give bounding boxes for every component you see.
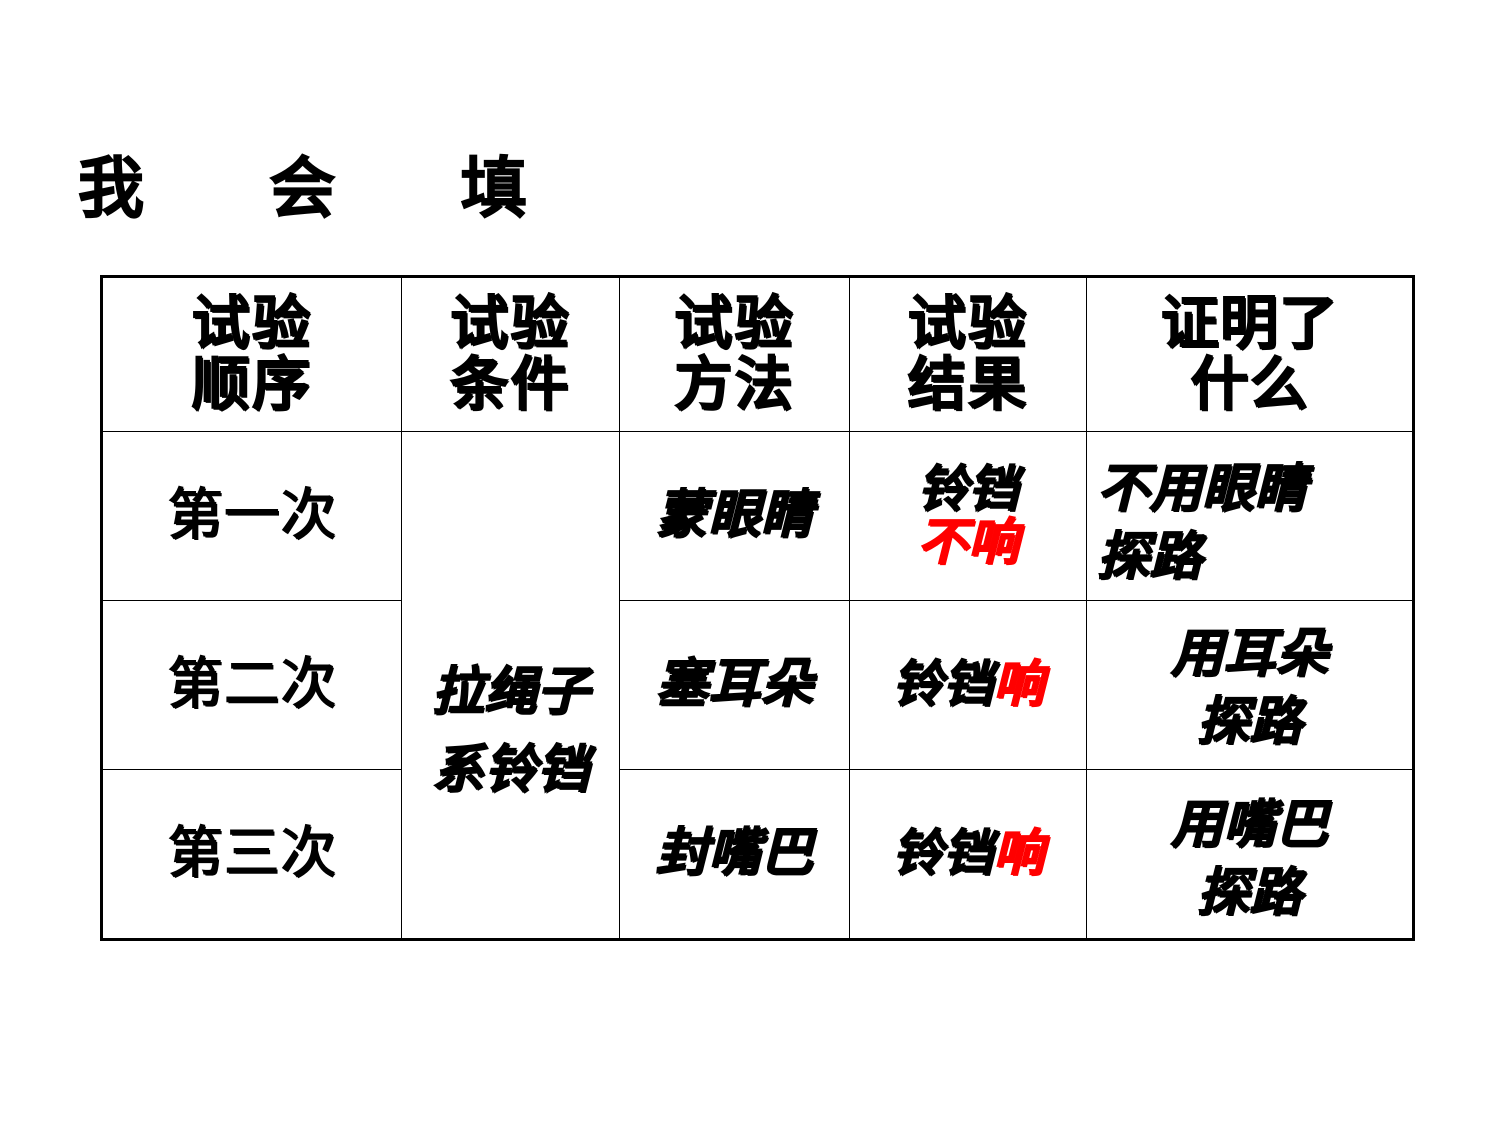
result-inline-2: 铃铛响 [850, 655, 1086, 714]
header-label-condition: 试验 条件 [450, 289, 571, 419]
header-cell-result: 试验 结果 [849, 276, 1087, 432]
header-cell-order: 试验 顺序 [101, 276, 402, 432]
table-row: 第三次 封嘴巴 铃铛响 用嘴巴 探路 [101, 768, 1414, 941]
cell-order-3: 第三次 [101, 768, 402, 941]
header-label-result: 试验 结果 [907, 289, 1029, 419]
conclusion-label-2: 用耳朵 探路 [1170, 624, 1329, 753]
result-red-2: 响 [993, 655, 1044, 714]
cell-order-2: 第二次 [101, 599, 402, 770]
order-label-1: 第一次 [167, 483, 337, 549]
result-black-3: 铃铛 [892, 824, 994, 883]
result-inline-3: 铃铛响 [850, 824, 1086, 883]
header-label-order: 试验 顺序 [191, 289, 313, 419]
cell-method-2: 塞耳朵 [619, 599, 850, 770]
header-cell-conclusion: 证明了 什么 [1086, 276, 1414, 432]
cell-condition-merged: 拉绳子 系铃铛 [401, 430, 620, 941]
conclusion-label-3: 用嘴巴 探路 [1170, 795, 1329, 924]
conclusion-label-1: 不用眼睛 探路 [1096, 459, 1308, 588]
header-cell-condition: 试验 条件 [401, 276, 620, 432]
experiment-table: 试验 顺序 试验 条件 试验 方法 试验 结果 证明了 什么 第一次 拉绳子 系… [100, 275, 1415, 941]
result-black-2: 铃铛 [892, 655, 994, 714]
condition-label: 拉绳子 系铃铛 [431, 661, 590, 800]
result-red-3: 响 [993, 824, 1044, 883]
method-label-1: 蒙眼睛 [655, 485, 814, 546]
cell-order-1: 第一次 [101, 430, 402, 601]
method-label-3: 封嘴巴 [655, 823, 814, 884]
header-cell-method: 试验 方法 [619, 276, 850, 432]
table-header-row: 试验 顺序 试验 条件 试验 方法 试验 结果 证明了 什么 [101, 276, 1414, 432]
table-row: 第二次 塞耳朵 铃铛响 用耳朵 探路 [101, 599, 1414, 770]
cell-conclusion-3: 用嘴巴 探路 [1086, 768, 1414, 941]
table-row: 第一次 拉绳子 系铃铛 蒙眼睛 铃铛 不响 不用眼睛 探路 [101, 430, 1414, 941]
page-title: 我 会 填 [77, 150, 557, 227]
cell-conclusion-2: 用耳朵 探路 [1086, 599, 1414, 770]
result-red-1: 不响 [917, 512, 1019, 571]
cell-method-1: 蒙眼睛 [619, 430, 850, 601]
order-label-2: 第二次 [167, 652, 337, 718]
cell-result-3: 铃铛响 [849, 768, 1087, 941]
result-black-1: 铃铛 [917, 459, 1019, 518]
cell-result-1: 铃铛 不响 [849, 430, 1087, 601]
cell-method-3: 封嘴巴 [619, 768, 850, 941]
method-label-2: 塞耳朵 [655, 654, 814, 715]
cell-result-2: 铃铛响 [849, 599, 1087, 770]
order-label-3: 第三次 [167, 821, 337, 887]
cell-conclusion-1: 不用眼睛 探路 [1086, 430, 1414, 601]
header-label-method: 试验 方法 [674, 289, 795, 419]
header-label-conclusion: 证明了 什么 [1160, 289, 1339, 419]
